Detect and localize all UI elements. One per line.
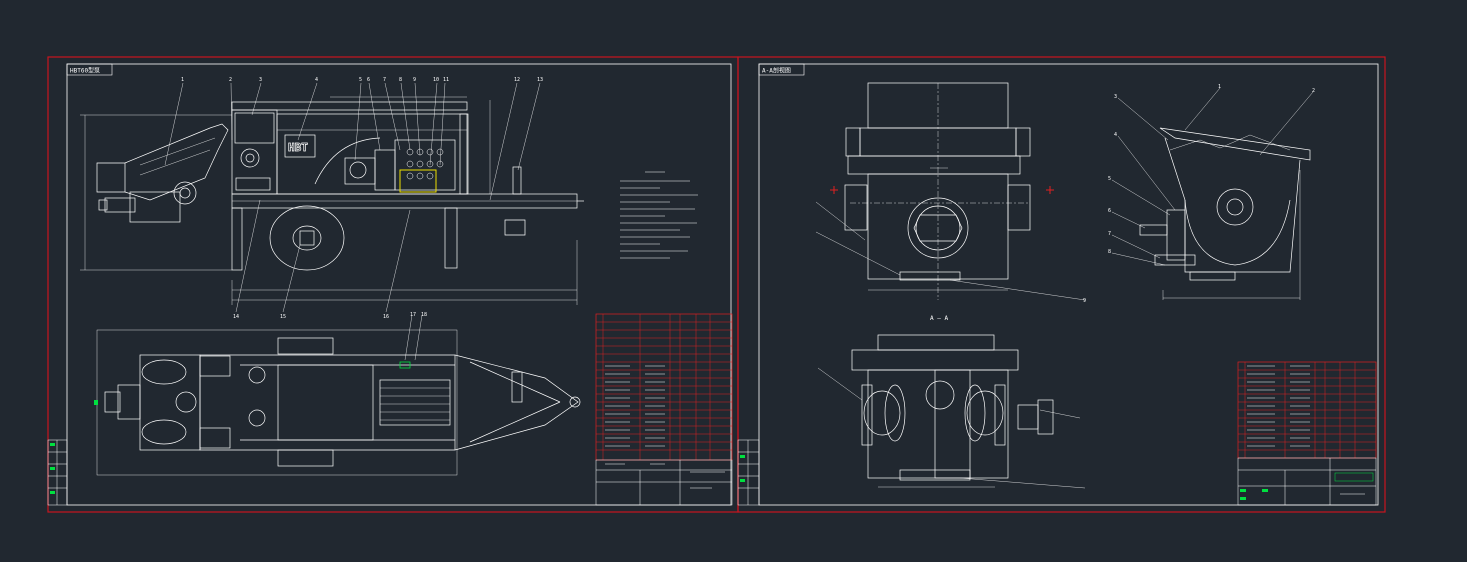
right-view-tag: A-A剖视图: [758, 63, 805, 76]
highlighted-component[interactable]: [399, 169, 437, 193]
right-bom-table[interactable]: [1237, 361, 1377, 459]
front-view-leaders: [815, 201, 1086, 301]
part-number-labels: 1 2 3 4 5 6 7 8 9 10 11 12 13 14 15 16 1…: [181, 77, 543, 320]
part-label-4: 4: [315, 77, 318, 83]
part-label-12: 12: [514, 77, 520, 83]
part-label-6: 6: [367, 77, 370, 83]
callout-4: 4: [1114, 132, 1117, 138]
sheet-frames: [47, 56, 1386, 513]
technical-notes-block: [620, 171, 698, 259]
right-inner-border: [758, 63, 1379, 506]
part-label-16: 16: [383, 314, 389, 320]
section-aa-view[interactable]: A — A: [851, 315, 1054, 488]
plan-view-green-marker: [94, 400, 98, 405]
section-aa-leaders: [817, 367, 1086, 489]
part-label-5: 5: [359, 77, 362, 83]
part-label-11: 11: [443, 77, 449, 83]
side-elevation-view[interactable]: HBT: [80, 96, 584, 305]
part-label-9: 9: [413, 77, 416, 83]
left-sheet-frame: [47, 56, 739, 513]
callout-6: 6: [1108, 208, 1111, 214]
callout-1: 1: [1218, 84, 1221, 90]
left-binding-strip: [47, 439, 68, 506]
part-label-14: 14: [233, 314, 239, 320]
front-view[interactable]: [844, 82, 1031, 300]
right-sheet-frame: [737, 56, 1386, 513]
part-label-2: 2: [229, 77, 232, 83]
part-label-8: 8: [399, 77, 402, 83]
inner-borders: [66, 63, 1379, 506]
part-label-10: 10: [433, 77, 439, 83]
callout-3: 3: [1114, 94, 1117, 100]
part-label-18: 18: [421, 312, 427, 318]
right-title-block: [1237, 457, 1377, 506]
side-section-leaders: [1111, 87, 1314, 266]
part-label-15: 15: [280, 314, 286, 320]
hbt-logo: HBT: [288, 141, 308, 154]
right-view-tag-text: A-A剖视图: [762, 67, 791, 75]
left-view-tag: HBT60型泵: [66, 63, 113, 76]
right-binding-strip: [737, 439, 760, 506]
right-callout-labels: 1 2 3 4 5 6 7 8 9: [1083, 84, 1315, 304]
callout-8: 8: [1108, 249, 1111, 255]
left-bom-table[interactable]: [595, 313, 733, 465]
left-inner-border: [66, 63, 732, 506]
right-title-green-marks: [1240, 489, 1268, 500]
section-aa-label: A — A: [930, 315, 948, 322]
part-label-3: 3: [259, 77, 262, 83]
part-label-7: 7: [383, 77, 386, 83]
callout-5: 5: [1108, 176, 1111, 182]
callout-7: 7: [1108, 231, 1111, 237]
callout-9: 9: [1083, 298, 1086, 304]
callout-2: 2: [1312, 88, 1315, 94]
part-label-1: 1: [181, 77, 184, 83]
front-view-red-markers: [830, 186, 1054, 194]
left-view-tag-text: HBT60型泵: [70, 67, 100, 75]
side-section-view[interactable]: [1139, 127, 1311, 300]
plan-view[interactable]: [96, 329, 581, 476]
plan-view-green-marker-2: [399, 361, 411, 369]
left-title-block: [595, 459, 733, 506]
part-label-13: 13: [537, 77, 543, 83]
side-elevation-leaders: [164, 82, 541, 361]
part-label-17: 17: [410, 312, 416, 318]
